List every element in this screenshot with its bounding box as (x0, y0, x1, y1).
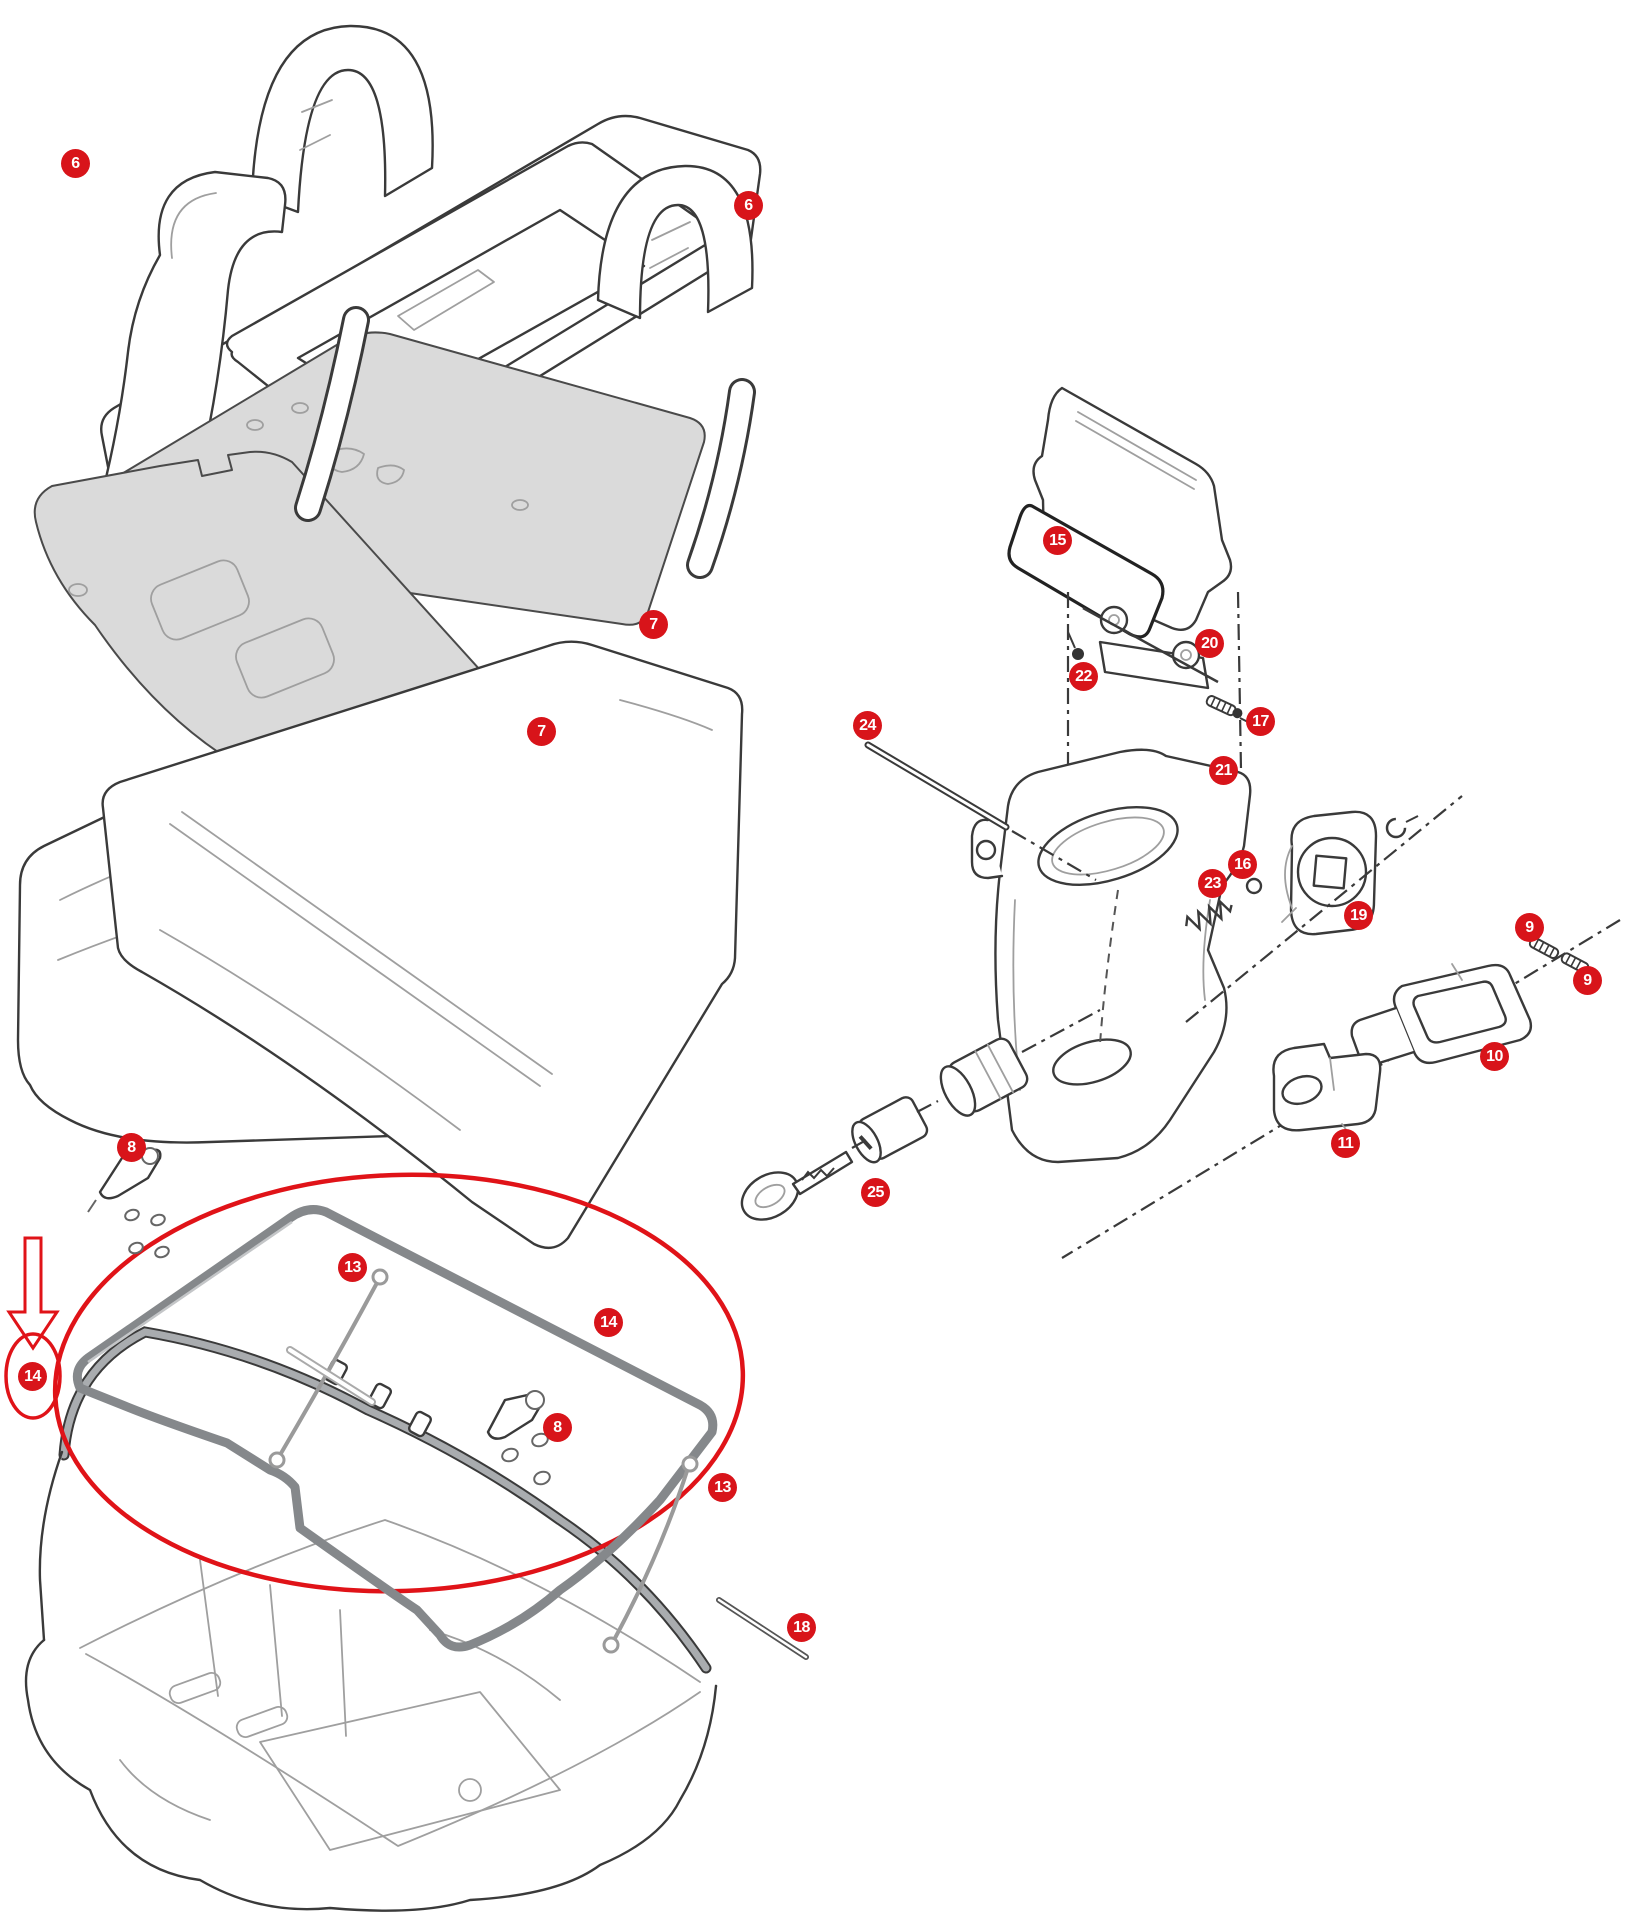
down-arrow-icon (6, 1236, 60, 1351)
lock-housing-block (1272, 1042, 1382, 1139)
lock-cylinder-large (939, 1037, 1029, 1117)
actuator-rod (864, 741, 1097, 881)
small-parts-left (87, 1147, 809, 1660)
striker-bracket (1350, 963, 1533, 1067)
part-badge-24: 24 (853, 711, 882, 740)
part-badge-13: 13 (338, 1253, 367, 1282)
part-badge-6: 6 (734, 191, 763, 220)
bottom-case (24, 1326, 718, 1912)
latch-screw (1205, 695, 1243, 719)
part-badge-8: 8 (543, 1413, 572, 1442)
part-badge-13: 13 (708, 1473, 737, 1502)
part-badge-11: 11 (1331, 1129, 1360, 1158)
liner-panels (33, 306, 756, 806)
part-badge-23: 23 (1198, 869, 1227, 898)
lid-inner-frame (101, 640, 744, 1250)
red-annotations (4, 1172, 746, 1594)
highlight-ellipse-large (52, 1172, 746, 1594)
mid-shells (16, 640, 744, 1250)
lock-spring (1185, 898, 1233, 932)
side-bracket-right (596, 164, 754, 320)
lock-cylinder-small (851, 1096, 929, 1164)
rack-straps (294, 306, 756, 579)
part-badge-10: 10 (1480, 1042, 1509, 1071)
part-badge-7: 7 (527, 717, 556, 746)
detent-ball (1245, 877, 1263, 895)
lock-assembly (740, 386, 1621, 1259)
part-badge-9: 9 (1515, 913, 1544, 942)
rack-foot-arch-left (250, 24, 434, 214)
part-badge-6: 6 (61, 149, 90, 178)
key (740, 1150, 854, 1221)
part-badge-19: 19 (1344, 901, 1373, 930)
part-badge-25: 25 (861, 1178, 890, 1207)
part-badge-21: 21 (1209, 756, 1238, 785)
part-badge-9: 9 (1573, 966, 1602, 995)
part-badge-18: 18 (787, 1613, 816, 1642)
part-badge-14: 14 (18, 1362, 47, 1391)
handle-housing (970, 748, 1252, 1164)
part-badge-20: 20 (1195, 629, 1224, 658)
part-badge-22: 22 (1069, 662, 1098, 691)
gasket-seal (72, 1205, 718, 1652)
case-body (24, 1638, 718, 1912)
part-badge-14: 14 (594, 1308, 623, 1337)
part-badge-15: 15 (1043, 526, 1072, 555)
hinge-part-lower (486, 1390, 551, 1486)
c-clip (1385, 817, 1407, 839)
hinge-part-upper (87, 1147, 170, 1259)
part-badge-7: 7 (639, 610, 668, 639)
latch-slider (1082, 605, 1219, 690)
highlight-ellipse-small (4, 1332, 62, 1420)
part-badge-17: 17 (1246, 707, 1275, 736)
part-badge-16: 16 (1228, 850, 1257, 879)
part-badge-8: 8 (117, 1133, 146, 1162)
